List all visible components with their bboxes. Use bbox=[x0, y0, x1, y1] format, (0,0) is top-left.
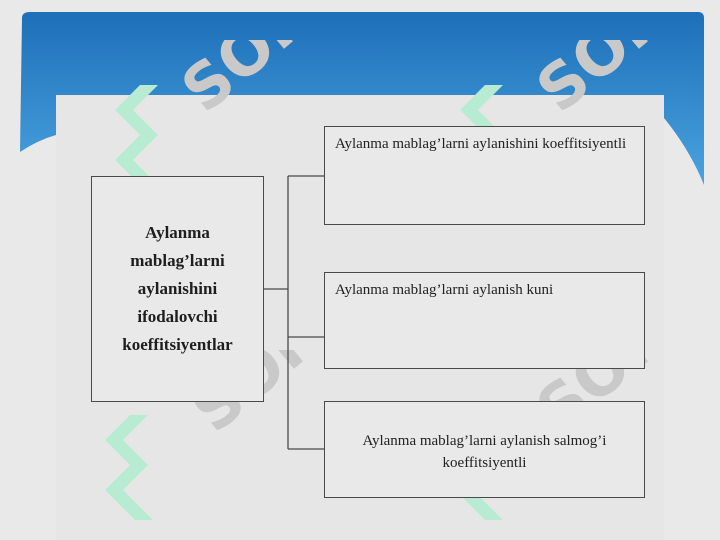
item-box-3: Aylanma mablag’larni aylanish salmog’i k… bbox=[324, 401, 645, 498]
main-concept-label: Aylanma mablag’larni aylanishini ifodalo… bbox=[122, 223, 233, 354]
item-label-3: Aylanma mablag’larni aylanish salmog’i k… bbox=[362, 433, 607, 471]
main-concept-box: Aylanma mablag’larni aylanishini ifodalo… bbox=[91, 176, 264, 402]
item-box-1: Aylanma mablag’larni aylanishini koeffit… bbox=[324, 126, 645, 225]
item-label-1: Aylanma mablag’larni aylanishini koeffit… bbox=[335, 136, 627, 152]
item-label-2: Aylanma mablag’larni aylanish kuni bbox=[335, 282, 554, 298]
item-box-2: Aylanma mablag’larni aylanish kuni bbox=[324, 272, 645, 369]
